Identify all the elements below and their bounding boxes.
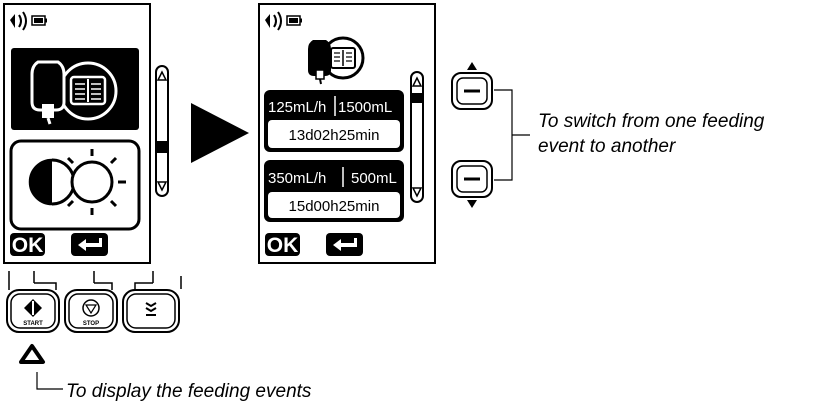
right-ok-button[interactable]: OK <box>265 233 300 257</box>
right-back-button[interactable] <box>326 233 363 256</box>
event-2-duration: 15d00h25min <box>289 198 380 215</box>
scroll-up-arrow-icon <box>411 76 423 87</box>
feeding-history-icon <box>30 60 118 125</box>
keys-bracket <box>494 89 530 181</box>
brightness-icon <box>28 149 126 215</box>
left-ok-label: OK <box>12 234 44 257</box>
event-2-volume: 500mL <box>351 170 397 187</box>
left-back-button[interactable] <box>71 233 108 256</box>
transition-arrow-icon <box>191 103 249 163</box>
display-events-leader <box>36 372 63 390</box>
prime-button[interactable] <box>122 289 180 333</box>
scroll-down-arrow-icon <box>411 187 423 198</box>
return-arrow-icon <box>333 238 357 251</box>
speaker-icon <box>265 11 282 31</box>
up-key[interactable] <box>451 62 493 110</box>
menu-item-feeding-history[interactable] <box>11 48 139 130</box>
scroll-thumb <box>412 93 422 103</box>
right-scrollbar[interactable] <box>410 71 424 203</box>
battery-icon <box>286 15 302 26</box>
start-icon <box>24 299 42 317</box>
pointer-triangle-icon <box>19 344 45 364</box>
display-events-callout: To display the feeding events <box>36 372 312 402</box>
speaker-icon <box>10 11 27 31</box>
start-label: START <box>23 321 43 327</box>
down-arrow-icon <box>467 200 477 208</box>
stop-button[interactable]: STOP <box>64 289 118 333</box>
prime-icon <box>145 302 157 316</box>
feeding-history-icon <box>308 36 365 85</box>
scroll-up-arrow-icon <box>156 70 168 81</box>
event-1-volume: 1500mL <box>338 99 392 116</box>
stop-label: STOP <box>83 321 99 327</box>
event-1-duration: 13d02h25min <box>289 127 380 144</box>
left-ok-button[interactable]: OK <box>10 233 45 257</box>
scroll-thumb <box>157 141 167 153</box>
start-button[interactable]: START <box>6 289 60 333</box>
switch-caption-line-2: event to another <box>538 136 676 157</box>
left-scrollbar[interactable] <box>155 65 169 197</box>
left-device-screen: OK <box>3 3 169 264</box>
up-arrow-icon <box>467 62 477 70</box>
battery-icon <box>31 15 47 26</box>
event-2-rate: 350mL/h <box>268 170 326 187</box>
keypad: START STOP <box>6 271 182 364</box>
event-1-rate: 125mL/h <box>268 99 326 116</box>
down-key[interactable] <box>451 160 493 208</box>
feeding-event-1[interactable]: 125mL/h 1500mL 13d02h25min <box>264 90 404 152</box>
right-device-screen: 125mL/h 1500mL 13d02h25min 350mL/h 500mL… <box>258 3 436 264</box>
return-arrow-icon <box>78 238 102 251</box>
stop-icon <box>82 299 100 317</box>
display-events-caption: To display the feeding events <box>66 381 312 402</box>
scroll-down-arrow-icon <box>156 181 168 192</box>
menu-item-brightness[interactable] <box>9 139 141 231</box>
feeding-event-2[interactable]: 350mL/h 500mL 15d00h25min <box>264 160 404 222</box>
switch-caption-line-1: To switch from one feeding <box>538 111 765 132</box>
right-ok-label: OK <box>267 234 299 257</box>
